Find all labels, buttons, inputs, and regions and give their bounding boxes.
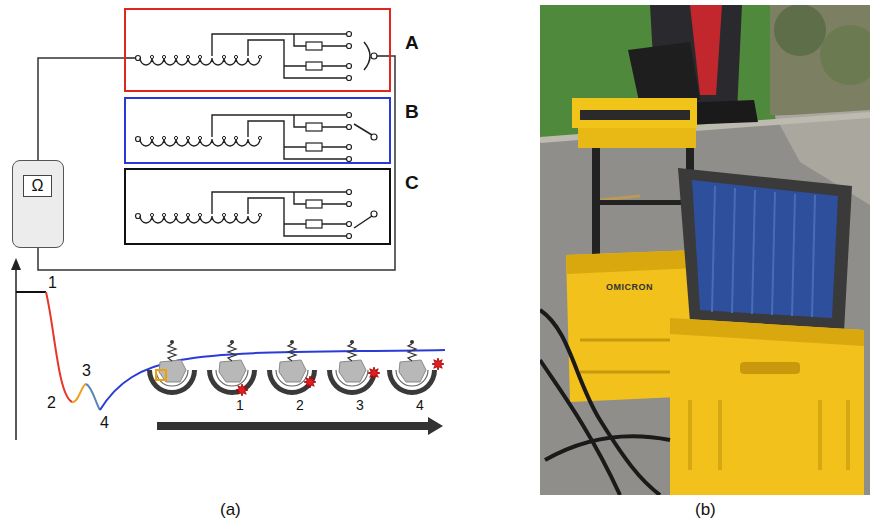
switch-arm <box>354 216 372 228</box>
contact-sequence <box>147 340 444 435</box>
case-ribs <box>690 400 848 470</box>
photo-illustration <box>540 5 870 495</box>
callout-number: 2 <box>47 394 56 412</box>
laptop-screen <box>628 42 700 106</box>
case-handle <box>740 362 800 374</box>
meter-display: Ω <box>23 175 53 197</box>
tap-changer-b <box>136 113 378 162</box>
case-lid <box>678 168 852 332</box>
arc-star <box>236 384 248 396</box>
tap-changer-box: A <box>124 8 391 92</box>
instrument-panel <box>580 110 690 120</box>
tree <box>774 5 826 56</box>
instrument-top <box>572 98 697 128</box>
callout-number: 2 <box>296 397 304 413</box>
tap-changer-circuit <box>136 113 378 162</box>
arc-star <box>432 358 444 370</box>
callout-number: 3 <box>82 362 91 380</box>
contact-figure <box>327 340 377 395</box>
stand-bar <box>596 200 690 205</box>
box-label: A <box>405 32 419 54</box>
cables <box>540 310 670 495</box>
lid-interior <box>692 180 838 318</box>
tap-changer-circuit <box>136 190 378 239</box>
switch-arm <box>354 124 372 135</box>
case-rim <box>566 250 697 274</box>
contact-figure <box>387 340 444 395</box>
contact-figure <box>147 340 197 395</box>
stand-leg <box>592 148 600 266</box>
contact-figure <box>267 340 317 395</box>
time-arrow <box>157 417 443 435</box>
box-label: B <box>405 101 419 123</box>
tap-changer-circuit <box>136 32 378 81</box>
field <box>540 5 775 140</box>
bridging-contact <box>124 42 391 70</box>
brand-text: OMICRON <box>606 282 653 292</box>
asphalt <box>540 5 870 495</box>
highlight-square <box>156 370 166 380</box>
tap-changer-a <box>124 32 391 81</box>
axis-arrowhead <box>11 258 21 270</box>
box-label: C <box>405 172 419 194</box>
axis-line <box>15 268 17 440</box>
curve-segment <box>72 384 86 402</box>
tap-changer-box: B <box>124 97 391 164</box>
transport-case <box>670 318 864 495</box>
lead-wire <box>38 58 124 160</box>
callout-number: 4 <box>416 397 424 413</box>
tap-changer-c <box>136 190 378 239</box>
callout-number: 1 <box>48 274 57 292</box>
instrument-body <box>578 128 696 148</box>
curve-segment <box>46 292 72 402</box>
lid-slats <box>712 186 815 317</box>
contact-figure <box>147 340 197 395</box>
arc-star <box>304 376 316 388</box>
arc-star <box>368 367 380 379</box>
contact-figure <box>327 340 380 395</box>
ohmmeter-box: Ω <box>12 160 64 248</box>
contact-figure <box>387 340 437 395</box>
contact-figure <box>207 340 257 395</box>
panel-label: (b) <box>695 500 716 520</box>
tree <box>820 25 870 85</box>
curve-segment <box>86 384 100 410</box>
contact-figure <box>207 340 257 396</box>
lead-wire <box>38 56 395 270</box>
callout-number: 4 <box>100 414 109 432</box>
callout-number: 1 <box>236 397 244 413</box>
resistance-graph <box>11 258 445 440</box>
callout-number: 3 <box>356 397 364 413</box>
panel-label: (a) <box>220 500 241 520</box>
curve-segment <box>16 291 46 293</box>
tap-changer-box: C <box>124 168 391 245</box>
case-rim <box>670 318 864 346</box>
contact-figure <box>267 340 317 395</box>
